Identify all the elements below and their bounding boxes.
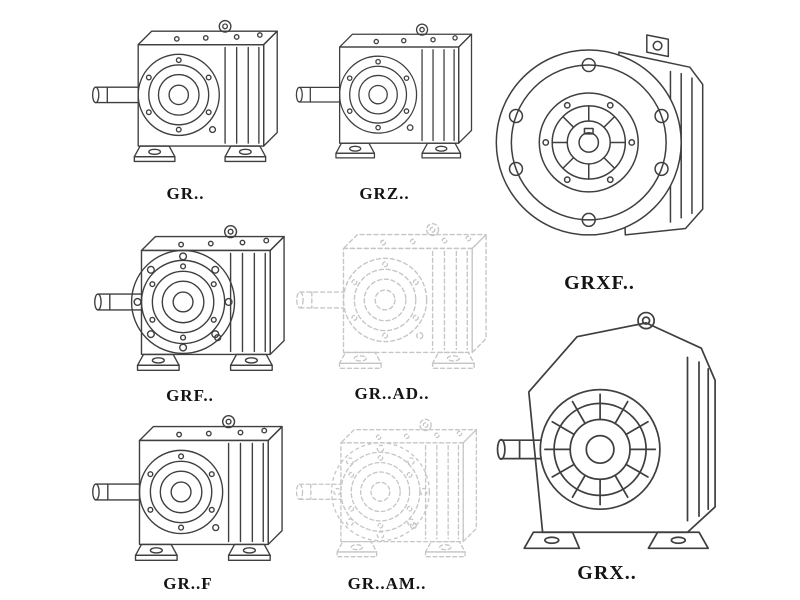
gearbox-drawing-grff: [92, 415, 283, 561]
model-label-gram: GR..AM..: [347, 574, 427, 593]
gearbox-figure-grx: GRX..: [492, 302, 722, 594]
gearbox-drawing-grz: [295, 23, 473, 159]
model-label-grxf: GRXF..: [564, 272, 635, 294]
gearbox-drawing-grad: [296, 223, 487, 369]
gearbox-figure-grxf: GRXF..: [492, 2, 707, 302]
gearbox-drawing-gram: [295, 418, 478, 558]
gearbox-figure-grff: GR..F: [88, 404, 288, 598]
gearbox-figure-gram: GR..AM..: [292, 404, 482, 598]
gearbox-figure-grad: GR..AD..: [292, 210, 492, 410]
gearbox-drawing-gr: [91, 19, 278, 163]
model-label-grff: GR..F: [163, 574, 213, 593]
model-label-grf: GRF..: [166, 386, 214, 405]
gearbox-figure-grf: GRF..: [90, 212, 290, 410]
model-label-grx: GRX..: [577, 562, 637, 584]
gearbox-drawing-grf: [94, 225, 285, 371]
model-label-gr: GR..: [166, 184, 205, 203]
gearbox-figure-grz: GRZ..: [292, 0, 477, 208]
gearbox-drawing-grx: [496, 311, 716, 550]
gearbox-figure-gr: GR..: [88, 0, 283, 208]
model-label-grz: GRZ..: [359, 184, 410, 203]
model-label-grad: GR..AD..: [354, 384, 430, 403]
gearbox-drawing-grxf: [495, 34, 704, 236]
